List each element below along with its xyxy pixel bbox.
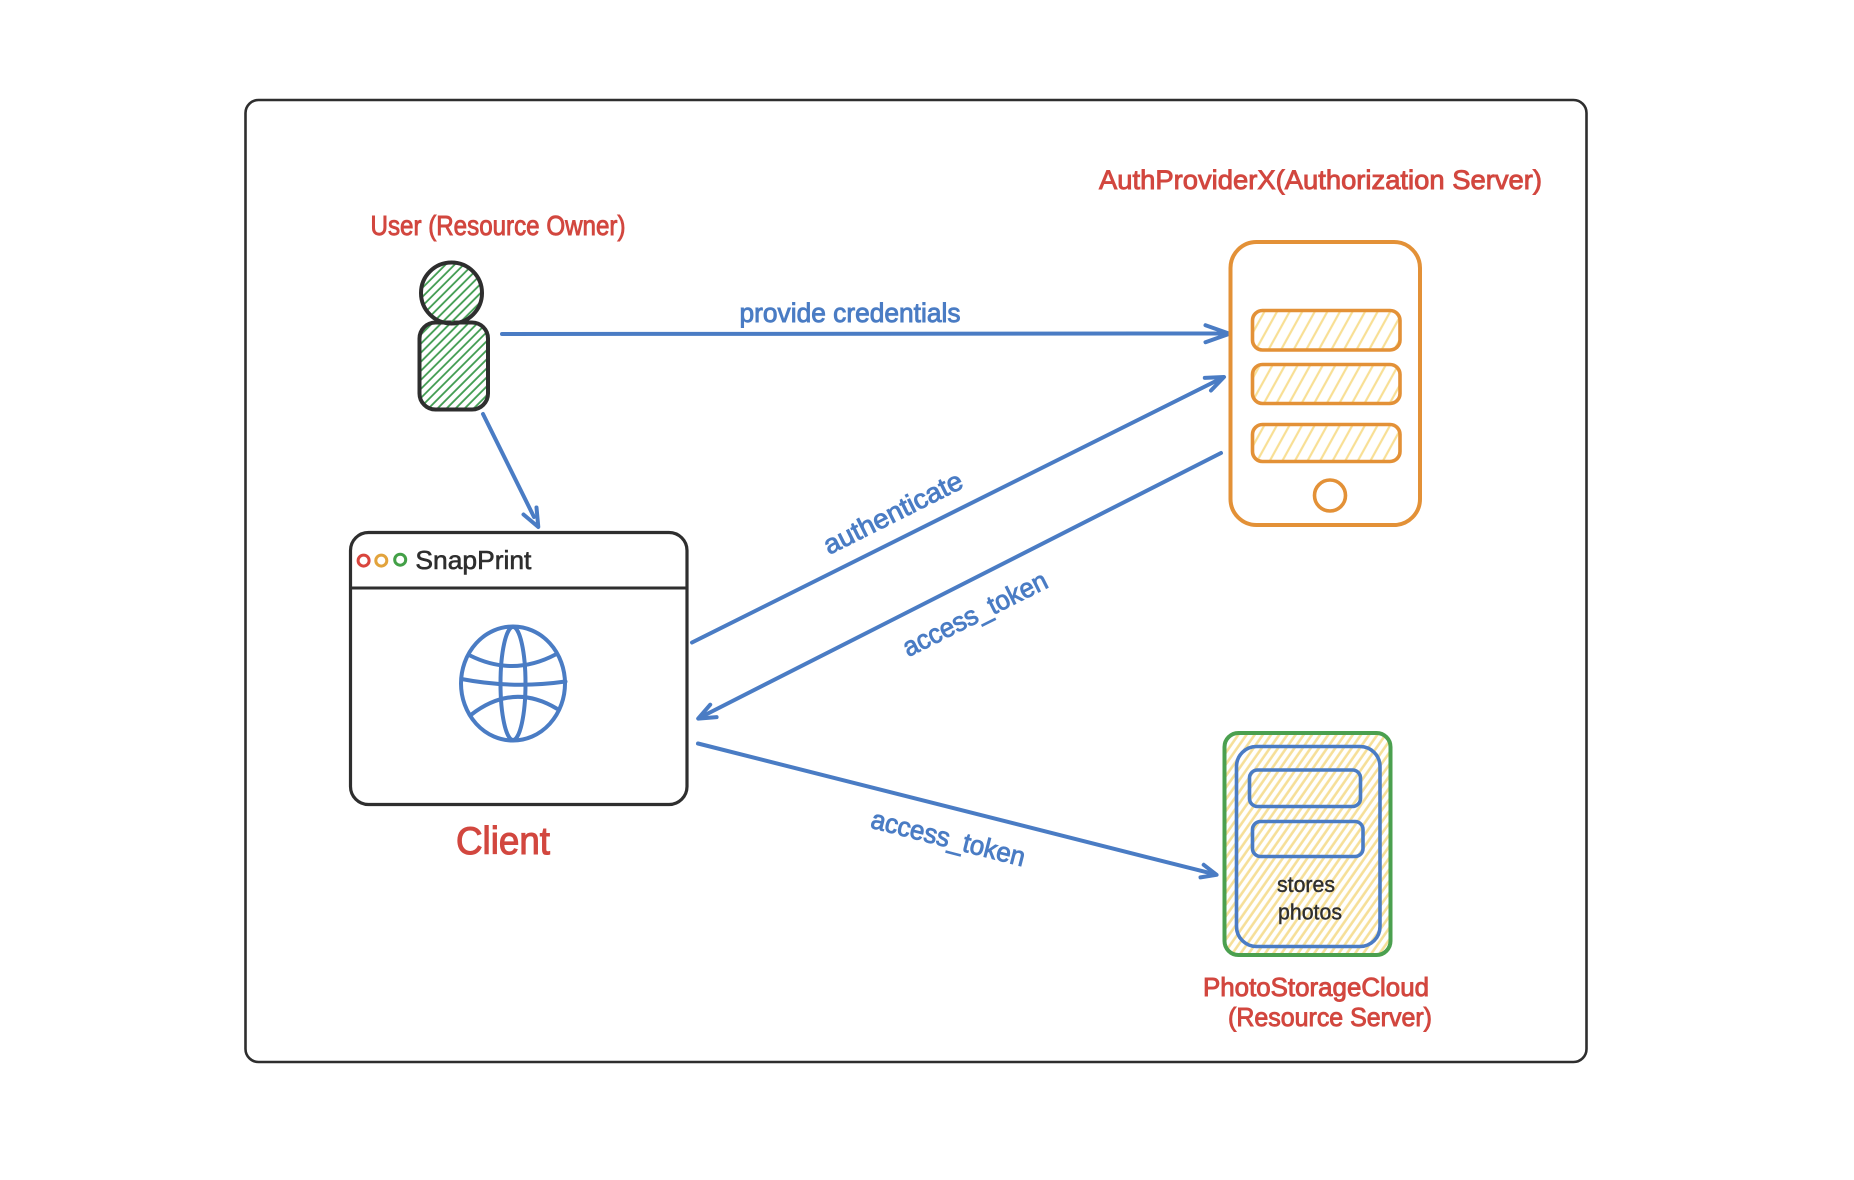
svg-text:authenticate: authenticate <box>818 466 967 561</box>
svg-text:photos: photos <box>1278 900 1342 925</box>
svg-text:provide credentials: provide credentials <box>740 298 961 328</box>
svg-text:AuthProviderX(Authorization Se: AuthProviderX(Authorization Server) <box>1099 165 1542 195</box>
svg-text:SnapPrint: SnapPrint <box>415 545 532 575</box>
svg-text:stores: stores <box>1277 872 1335 897</box>
svg-text:PhotoStorageCloud: PhotoStorageCloud <box>1203 972 1429 1002</box>
svg-text:(Resource Server): (Resource Server) <box>1228 1002 1432 1032</box>
svg-text:User (Resource Owner): User (Resource Owner) <box>371 210 626 241</box>
svg-text:access_token: access_token <box>868 804 1029 872</box>
svg-text:Client: Client <box>456 820 550 863</box>
